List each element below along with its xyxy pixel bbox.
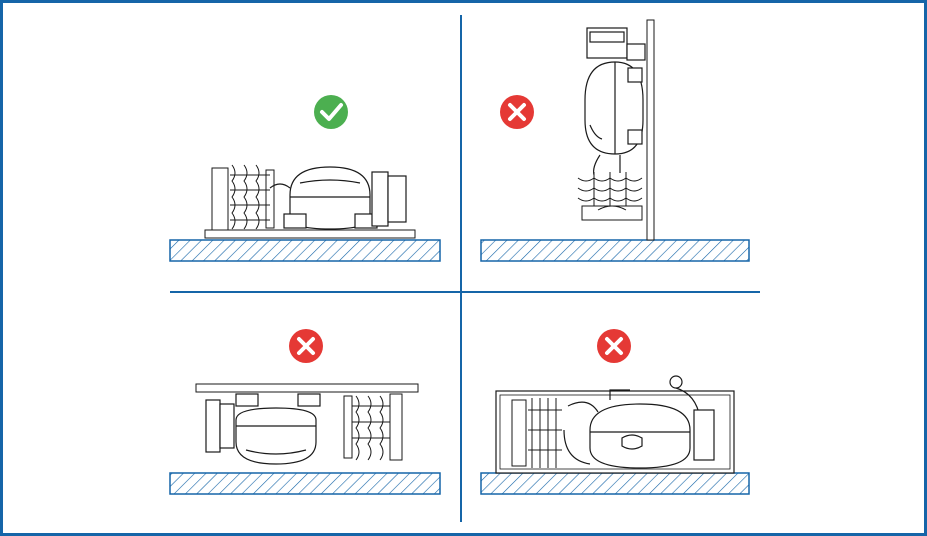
compressor-body [584, 61, 644, 155]
floor-hatch [480, 239, 750, 262]
base-plate [204, 229, 416, 239]
panel-upside-down-ceiling [169, 329, 441, 495]
condenser-coil [211, 164, 275, 231]
check-circle-icon [314, 95, 348, 129]
panel-vertical-wall [480, 19, 750, 262]
compressor-body [235, 393, 321, 465]
electronic-unit [387, 175, 407, 223]
electrical-box [371, 171, 389, 227]
electronic-unit [693, 409, 715, 461]
cross-circle-icon [597, 329, 631, 363]
floor-hatch [169, 472, 441, 495]
condenser-coil [511, 398, 562, 468]
compressor-body [563, 401, 691, 469]
floor-hatch [169, 239, 441, 262]
refrigerant-pipe [593, 154, 621, 176]
condenser-coil [343, 393, 403, 461]
panel-enclosed-cabinet [480, 329, 750, 495]
electronic-unit [205, 399, 235, 453]
panel-horizontal-base [169, 95, 441, 262]
cross-circle-icon [289, 329, 323, 363]
cross-circle-icon [500, 95, 534, 129]
condenser-coil [577, 172, 643, 221]
floor-hatch [480, 472, 750, 495]
wall-plate [646, 19, 655, 241]
compressor-body [269, 166, 378, 230]
ceiling-plate [195, 383, 419, 393]
electronic-unit [586, 27, 646, 61]
